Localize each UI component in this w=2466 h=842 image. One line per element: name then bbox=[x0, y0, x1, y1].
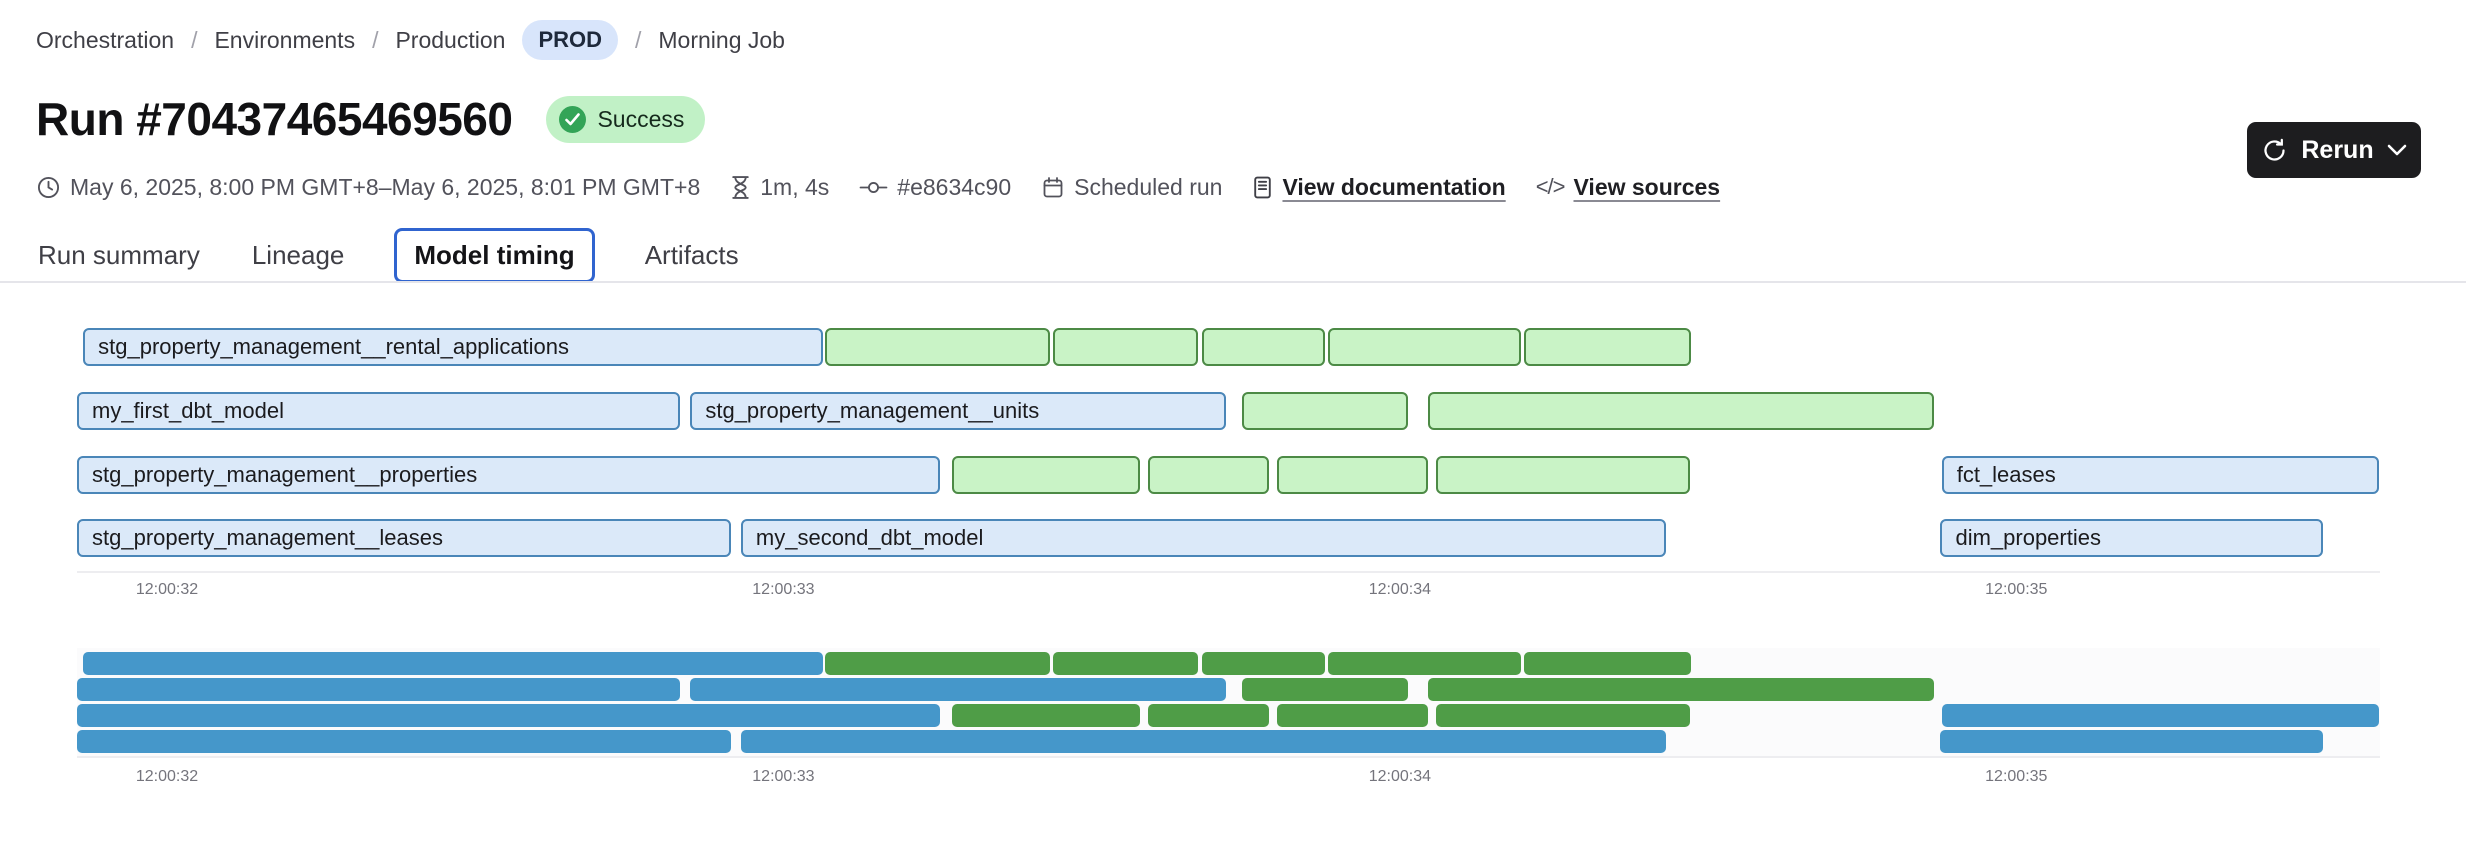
code-icon: </> bbox=[1535, 174, 1566, 199]
minimap-bar-stg_property_management__rental_applications bbox=[83, 652, 823, 675]
run-meta-row: May 6, 2025, 8:00 PM GMT+8–May 6, 2025, … bbox=[36, 168, 1720, 206]
gantt-row: stg_property_management__properties fct_l… bbox=[77, 456, 2380, 494]
axis-tick-label: 12:00:35 bbox=[1985, 581, 2048, 598]
clock-icon bbox=[36, 175, 61, 200]
minimap-bar-stg_property_management__units bbox=[690, 678, 1227, 701]
refresh-icon bbox=[2261, 137, 2288, 164]
minimap-axis-labels: 12:00:32 12:00:33 12:00:34 12:00:35 bbox=[77, 768, 2380, 792]
minimap-bar bbox=[825, 652, 1051, 675]
gantt-bar[interactable] bbox=[1201, 328, 1326, 366]
gantt-bar-my_second_dbt_model[interactable]: my_second_dbt_model bbox=[740, 519, 1667, 557]
minimap-bar-dim_properties bbox=[1940, 730, 2323, 753]
axis-tick-label: 12:00:32 bbox=[135, 581, 199, 598]
gantt-bar-stg_property_management__rental_applications[interactable]: stg_property_management__rental_applicat… bbox=[83, 328, 823, 366]
breadcrumb-morning-job[interactable]: Morning Job bbox=[658, 26, 785, 53]
gantt-bar[interactable] bbox=[1148, 456, 1269, 494]
gantt-axis-line bbox=[77, 571, 2380, 573]
document-icon bbox=[1252, 175, 1273, 200]
minimap-row bbox=[77, 678, 2380, 701]
minimap-bar bbox=[1328, 652, 1521, 675]
rerun-label: Rerun bbox=[2301, 135, 2374, 164]
page-title: Run #70437465469560 bbox=[36, 93, 513, 145]
tab-run-summary[interactable]: Run summary bbox=[38, 240, 200, 270]
gantt-bar-my_first_dbt_model[interactable]: my_first_dbt_model bbox=[77, 392, 680, 430]
run-trigger: Scheduled run bbox=[1041, 174, 1222, 201]
run-duration: 1m, 4s bbox=[730, 174, 829, 201]
view-sources-link[interactable]: </> View sources bbox=[1535, 173, 1721, 200]
tab-artifacts[interactable]: Artifacts bbox=[644, 240, 739, 270]
gantt-row: my_first_dbt_model stg_property_managemen… bbox=[77, 392, 2380, 430]
minimap-bar bbox=[1201, 652, 1326, 675]
minimap-axis-line bbox=[77, 756, 2380, 758]
status-badge: Success bbox=[546, 95, 706, 143]
chevron-down-icon bbox=[2387, 144, 2407, 157]
rerun-button[interactable]: Rerun bbox=[2247, 122, 2421, 178]
gantt-axis-labels: 12:00:32 12:00:33 12:00:34 12:00:35 bbox=[77, 581, 2380, 605]
gantt-bar[interactable] bbox=[1435, 456, 1691, 494]
minimap-bar bbox=[1428, 678, 1935, 701]
breadcrumb-separator: / bbox=[191, 26, 198, 53]
tabs-divider bbox=[0, 281, 2466, 283]
git-commit-icon bbox=[859, 175, 888, 200]
minimap-row bbox=[77, 730, 2380, 753]
breadcrumb-separator: / bbox=[635, 26, 642, 53]
run-timerange: May 6, 2025, 8:00 PM GMT+8–May 6, 2025, … bbox=[36, 174, 700, 201]
commit-hash: #e8634c90 bbox=[859, 174, 1011, 201]
minimap-bar bbox=[1053, 652, 1199, 675]
minimap-bar-stg_property_management__properties bbox=[77, 704, 940, 727]
minimap-bar-fct_leases bbox=[1941, 704, 2379, 727]
gantt-bar[interactable] bbox=[1328, 328, 1521, 366]
gantt-bar[interactable] bbox=[1053, 328, 1199, 366]
minimap-bar-my_first_dbt_model bbox=[77, 678, 680, 701]
success-check-icon bbox=[559, 105, 587, 133]
tab-model-timing[interactable]: Model timing bbox=[394, 228, 595, 283]
gantt-bar-dim_properties[interactable]: dim_properties bbox=[1940, 519, 2323, 557]
axis-tick-label: 12:00:32 bbox=[135, 768, 199, 785]
breadcrumb-orchestration[interactable]: Orchestration bbox=[36, 26, 175, 53]
minimap-row bbox=[77, 652, 2380, 675]
minimap-bar bbox=[1277, 704, 1428, 727]
minimap-bar-my_second_dbt_model bbox=[740, 730, 1667, 753]
title-row: Run #70437465469560 Success bbox=[36, 92, 706, 146]
minimap-bar bbox=[952, 704, 1141, 727]
tab-bar: Run summary Lineage Model timing Artifac… bbox=[36, 228, 741, 283]
breadcrumb-environments[interactable]: Environments bbox=[214, 26, 356, 53]
status-label: Success bbox=[597, 105, 685, 132]
breadcrumb-production[interactable]: Production bbox=[395, 26, 506, 53]
breadcrumb-separator: / bbox=[372, 26, 379, 53]
gantt-bar-fct_leases[interactable]: fct_leases bbox=[1941, 456, 2379, 494]
axis-tick-label: 12:00:34 bbox=[1368, 768, 1431, 785]
minimap-bar bbox=[1524, 652, 1692, 675]
gantt-bar[interactable] bbox=[1242, 392, 1409, 430]
minimap-bar bbox=[1242, 678, 1409, 701]
gantt-bar-stg_property_management__properties[interactable]: stg_property_management__properties bbox=[77, 456, 940, 494]
gantt-bar[interactable] bbox=[1277, 456, 1428, 494]
minimap-bar-stg_property_management__leases bbox=[77, 730, 732, 753]
axis-tick-label: 12:00:35 bbox=[1985, 768, 2048, 785]
minimap-bar bbox=[1435, 704, 1691, 727]
minimap-row bbox=[77, 704, 2380, 727]
gantt-bar-stg_property_management__leases[interactable]: stg_property_management__leases bbox=[77, 519, 732, 557]
gantt-bar[interactable] bbox=[1524, 328, 1692, 366]
minimap-bar bbox=[1148, 704, 1269, 727]
gantt-bar[interactable] bbox=[1428, 392, 1935, 430]
hourglass-icon bbox=[730, 175, 751, 200]
calendar-icon bbox=[1041, 175, 1065, 200]
gantt-bar[interactable] bbox=[952, 456, 1141, 494]
axis-tick-label: 12:00:34 bbox=[1368, 581, 1431, 598]
axis-tick-label: 12:00:33 bbox=[752, 581, 815, 598]
breadcrumb: Orchestration / Environments / Productio… bbox=[36, 18, 785, 62]
axis-tick-label: 12:00:33 bbox=[752, 768, 815, 785]
view-documentation-link[interactable]: View documentation bbox=[1252, 174, 1506, 201]
gantt-bar-stg_property_management__units[interactable]: stg_property_management__units bbox=[690, 392, 1227, 430]
environment-badge: PROD bbox=[522, 20, 618, 60]
gantt-row: stg_property_management__rental_applicat… bbox=[77, 328, 2380, 366]
tab-lineage[interactable]: Lineage bbox=[251, 240, 345, 270]
gantt-bar[interactable] bbox=[825, 328, 1051, 366]
